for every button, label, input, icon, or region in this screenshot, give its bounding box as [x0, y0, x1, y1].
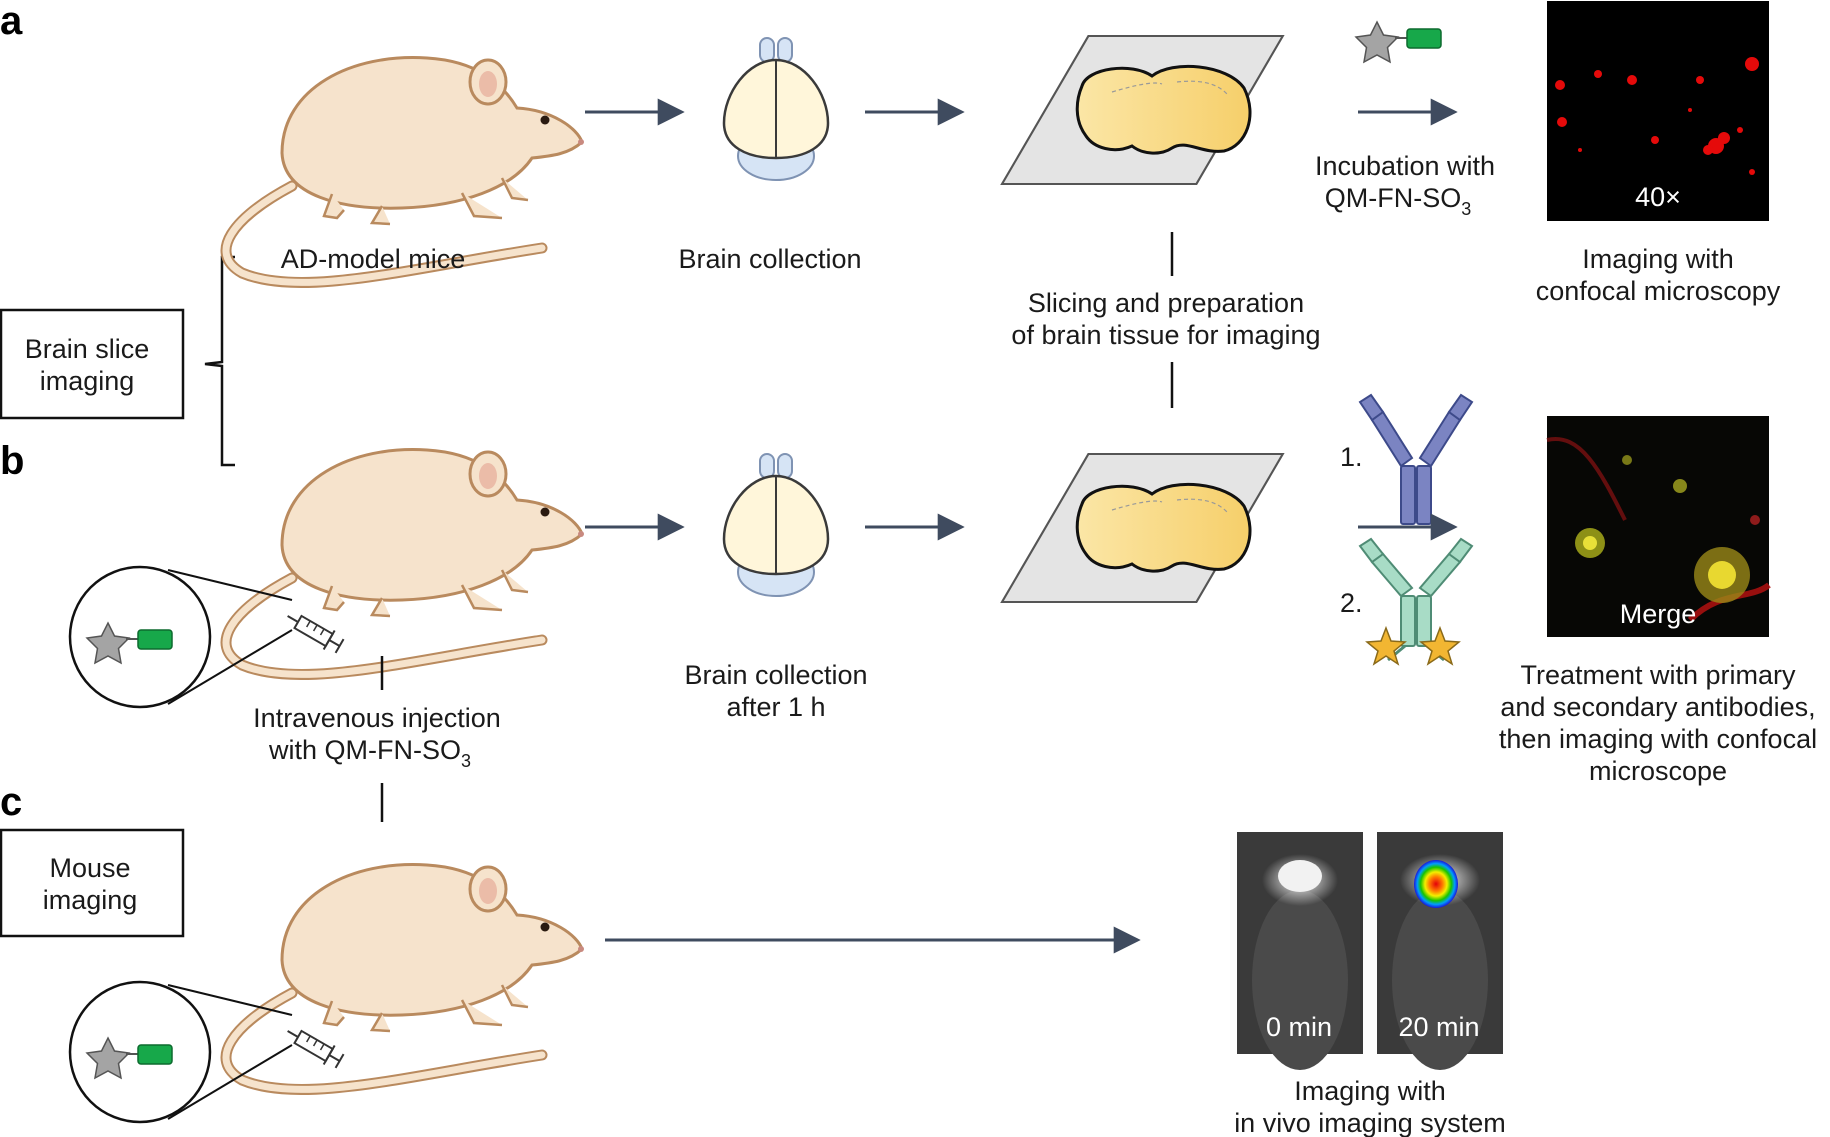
- confocal-image-merge: Merge: [1546, 416, 1771, 637]
- mouse-imaging-box: Mouse imaging: [0, 828, 185, 938]
- in-vivo-label-20: 20 min: [1398, 1012, 1479, 1042]
- incubation-label-line1: Incubation with: [1315, 151, 1495, 181]
- svg-text:with QM-FN-SO3: with QM-FN-SO3: [268, 735, 471, 771]
- injection-subscript: 3: [461, 751, 471, 771]
- injection-label-line2: with QM-FN-SO: [268, 735, 461, 765]
- brain-slice-slide-icon: [1000, 34, 1285, 186]
- merge-image-label: Merge: [1620, 599, 1697, 629]
- brain-slice-imaging-box: Brain slice imaging: [0, 308, 185, 420]
- primary-antibody-icon: [1358, 393, 1474, 525]
- step-2-label: 2.: [1340, 588, 1363, 618]
- mouse-icon-c: [226, 865, 584, 1090]
- brain-slice-slide-icon-b: [1000, 452, 1285, 604]
- probe-icon: [1355, 21, 1442, 63]
- injection-label-line1: Intravenous injection: [253, 703, 501, 733]
- panel-label-b: b: [0, 439, 24, 483]
- in-vivo-imaging-label-line2: in vivo imaging system: [1234, 1108, 1506, 1137]
- confocal-image-label: 40×: [1635, 182, 1681, 212]
- brain-collection-label-a: Brain collection: [678, 244, 861, 274]
- probe-inset-circle: [70, 567, 210, 707]
- treatment-label-line3: then imaging with confocal: [1499, 724, 1817, 754]
- brain-collection-label-b-line2: after 1 h: [726, 692, 825, 722]
- imaging-confocal-label-line1: Imaging with: [1582, 244, 1734, 274]
- mouse-imaging-box-line1: Mouse: [49, 853, 130, 883]
- bracket: [204, 255, 235, 467]
- probe-inset-circle-c: [70, 982, 210, 1122]
- treatment-label-line2: and secondary antibodies,: [1500, 692, 1815, 722]
- step-1-label: 1.: [1340, 442, 1363, 472]
- imaging-confocal-label-line2: confocal microscopy: [1536, 276, 1781, 306]
- svg-text:QM-FN-SO3: QM-FN-SO3: [1325, 183, 1472, 219]
- ad-model-mice-label: AD-model mice: [281, 244, 466, 274]
- panel-label-c: c: [0, 780, 22, 824]
- in-vivo-imaging-label-line1: Imaging with: [1294, 1076, 1446, 1106]
- inset-line-bottom: [167, 629, 293, 705]
- brain-slice-box-line2: imaging: [40, 366, 135, 396]
- slicing-label-line1: Slicing and preparation: [1028, 288, 1304, 318]
- brain-slice-box-line1: Brain slice: [25, 334, 150, 364]
- in-vivo-image-0-min: 0 min: [1237, 832, 1363, 1070]
- brain-collection-label-b-line1: Brain collection: [684, 660, 867, 690]
- mouse-imaging-box-line2: imaging: [43, 885, 138, 915]
- in-vivo-image-20-min: 20 min: [1377, 832, 1503, 1070]
- treatment-label-line4: microscope: [1589, 756, 1727, 786]
- in-vivo-label-0: 0 min: [1266, 1012, 1332, 1042]
- slicing-label-line2: of brain tissue for imaging: [1011, 320, 1320, 350]
- secondary-antibody-icon: [1358, 537, 1474, 662]
- inset-line-bottom-c: [167, 1044, 293, 1120]
- confocal-image-40x: 40×: [1547, 1, 1769, 221]
- brain-icon-b: [722, 452, 830, 598]
- inset-line-top-c: [167, 984, 293, 1016]
- fluorophore-star-icons: [1365, 625, 1461, 666]
- treatment-label-line1: Treatment with primary: [1520, 660, 1796, 690]
- panel-label-a: a: [0, 0, 23, 43]
- incubation-subscript: 3: [1461, 199, 1471, 219]
- mouse-icon-b: [226, 450, 584, 675]
- brain-icon: [722, 36, 830, 182]
- inset-line-top: [167, 569, 293, 601]
- incubation-label-line2: QM-FN-SO: [1325, 183, 1461, 213]
